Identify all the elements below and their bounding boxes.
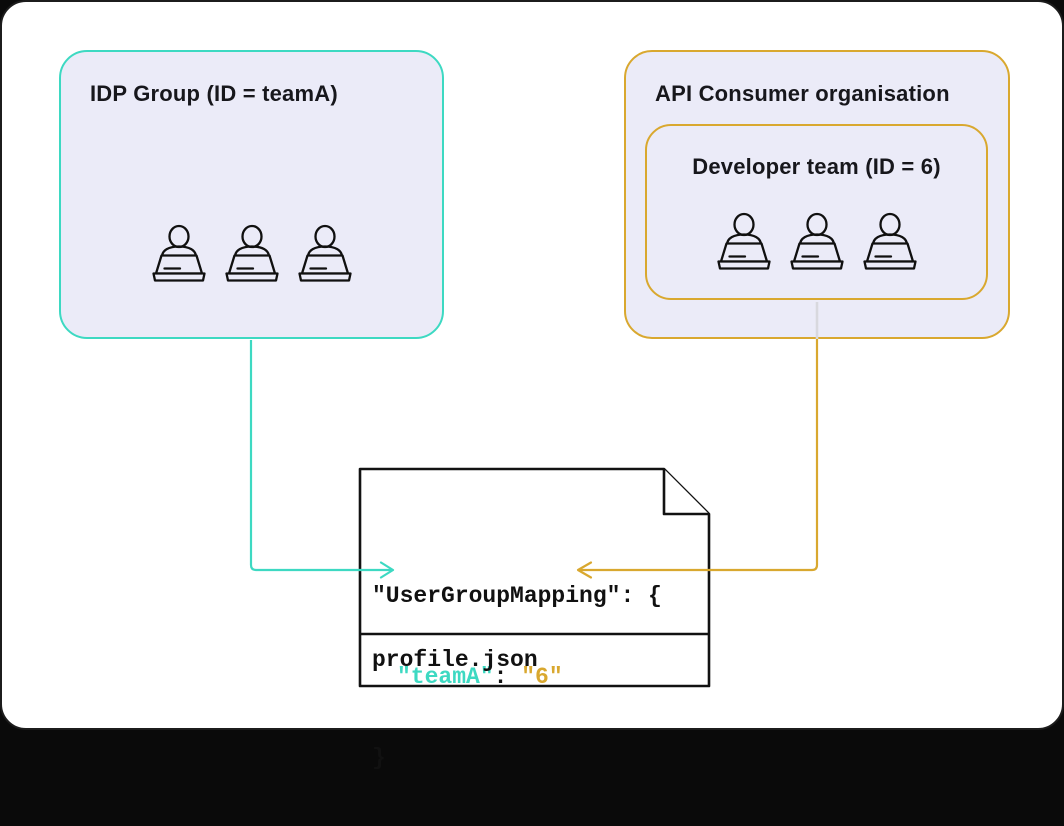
api-consumer-org-title: API Consumer organisation — [655, 81, 950, 106]
laptop-user-icon — [860, 212, 920, 272]
code-line-2: "teamA": "6" — [372, 664, 662, 691]
diagram-canvas: IDP Group (ID = teamA) API Consumer orga… — [0, 0, 1064, 730]
developer-team-title: Developer team (ID = 6) — [692, 154, 941, 179]
idp-group-title: IDP Group (ID = teamA) — [90, 81, 338, 106]
document-filename: profile.json — [372, 647, 538, 673]
api-consumer-org-box: API Consumer organisation Developer team… — [624, 50, 1010, 339]
developer-team-box: Developer team (ID = 6) — [645, 124, 988, 300]
laptop-user-icon — [714, 212, 774, 272]
document-folded-corner — [662, 469, 709, 516]
laptop-user-icon — [222, 224, 282, 284]
mapping-key-teamA: "teamA" — [397, 664, 494, 690]
laptop-user-icon — [295, 224, 355, 284]
idp-to-mapping-connector — [249, 340, 391, 572]
developer-team-members — [714, 212, 920, 272]
mapping-separator: : — [493, 664, 522, 690]
mapping-value-6: "6" — [521, 664, 563, 690]
code-line-1: "UserGroupMapping": { — [372, 583, 662, 609]
laptop-user-icon — [787, 212, 847, 272]
usergroup-mapping-code: "UserGroupMapping": { "teamA": "6" } — [372, 529, 662, 826]
idp-group-members — [149, 224, 355, 284]
idp-group-box: IDP Group (ID = teamA) — [59, 50, 444, 339]
laptop-user-icon — [149, 224, 209, 284]
code-line-3: } — [372, 745, 386, 771]
